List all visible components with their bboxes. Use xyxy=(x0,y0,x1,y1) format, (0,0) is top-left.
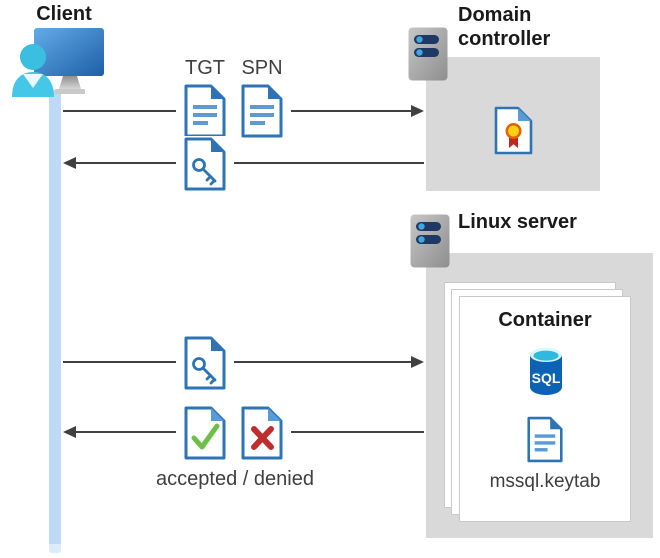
sql-badge-text: SQL xyxy=(532,370,561,386)
client-label: Client xyxy=(36,3,92,25)
sql-database-icon: SQL xyxy=(528,346,564,401)
keytab-file-icon xyxy=(527,416,563,468)
client-lifeline xyxy=(49,90,61,544)
arrowhead-right-icon xyxy=(411,105,424,117)
container-title: Container xyxy=(498,309,592,331)
tgt-document-icon xyxy=(184,84,226,138)
arrow-present-service-ticket xyxy=(63,361,412,363)
linux-server-icon xyxy=(410,214,450,273)
service-ticket-group xyxy=(176,136,234,192)
x-document-icon xyxy=(241,406,283,460)
domain-controller-label: Domain controller xyxy=(458,4,551,50)
arrowhead-left-icon xyxy=(63,157,76,169)
arrowhead-left-icon xyxy=(63,426,76,438)
keytab-label: mssql.keytab xyxy=(489,471,601,492)
linux-server-label: Linux server xyxy=(458,211,577,233)
arrow-return-service-ticket xyxy=(75,162,424,164)
arrowhead-right-icon xyxy=(411,356,424,368)
result-documents-group xyxy=(176,404,291,462)
domain-controller-server-icon xyxy=(408,27,448,86)
spn-document-icon xyxy=(241,84,283,138)
service-ticket-group-bottom xyxy=(176,335,234,391)
key-document-icon xyxy=(184,137,226,191)
tgt-label: TGT xyxy=(185,57,225,79)
client-lifeline-tip xyxy=(49,544,61,553)
result-label: accepted / denied xyxy=(156,468,314,490)
user-workstation-icon xyxy=(10,26,106,103)
ticket-documents-group xyxy=(176,82,291,140)
key-document-icon xyxy=(184,336,226,390)
spn-label: SPN xyxy=(241,57,283,79)
check-document-icon xyxy=(184,406,226,460)
certificate-document-icon xyxy=(494,106,533,160)
container-card xyxy=(459,296,631,522)
